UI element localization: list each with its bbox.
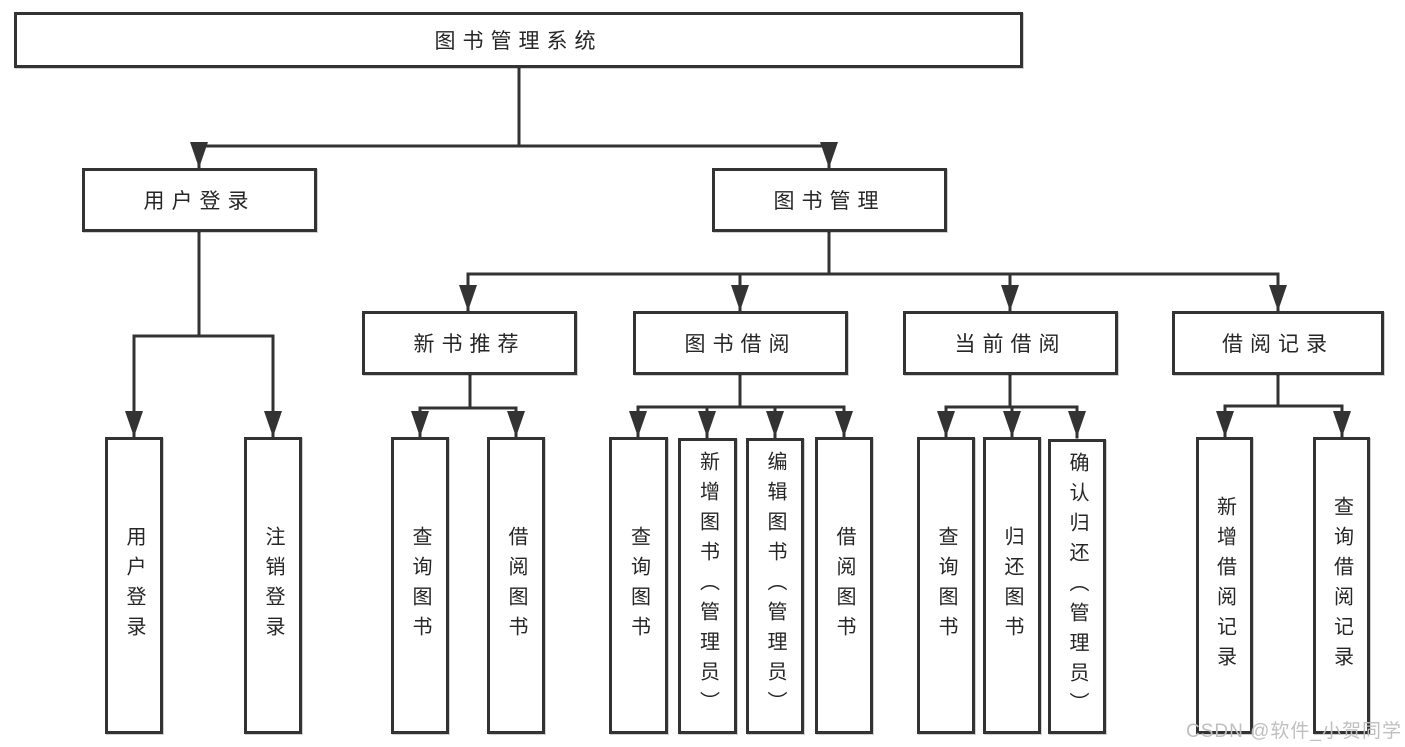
leaf-add-books-admin: 新增图书（管理员） [678, 438, 737, 734]
node-label: 借阅图书 [505, 525, 527, 646]
node-label: 注销登录 [262, 525, 284, 646]
node-label: 借阅记录 [1222, 333, 1334, 356]
node-label: 确认归还（管理员） [1066, 451, 1088, 722]
leaf-confirm-return-admin: 确认归还（管理员） [1048, 439, 1106, 734]
node-label: 当前借阅 [954, 333, 1067, 356]
leaf-query-books-current: 查询图书 [917, 437, 975, 734]
node-label: 归还图书 [1001, 525, 1023, 646]
leaf-add-borrow-record: 新增借阅记录 [1196, 437, 1253, 734]
connectors-borrowing-records [1216, 373, 1351, 439]
node-label: 用户登录 [123, 525, 145, 646]
watermark: CSDN @软件_小贺同学 [1186, 721, 1402, 742]
node-label: 用户登录 [143, 190, 256, 213]
node-borrowing-records: 借阅记录 [1172, 311, 1384, 375]
connectors-root [190, 66, 838, 170]
node-label: 借阅图书 [833, 525, 855, 646]
leaf-query-borrow-record: 查询借阅记录 [1313, 437, 1370, 734]
leaf-return-books: 归还图书 [983, 437, 1041, 734]
node-book-management: 图书管理 [712, 168, 947, 232]
connectors-book-borrowing [629, 373, 853, 439]
connectors-book-management [459, 230, 1287, 313]
leaf-logout: 注销登录 [244, 437, 302, 734]
connectors-user-login [125, 230, 282, 439]
node-label: 新增借阅记录 [1213, 495, 1236, 676]
node-current-borrowing: 当前借阅 [903, 311, 1118, 375]
leaf-query-books-borrowing: 查询图书 [609, 437, 668, 734]
node-label: 查询图书 [409, 525, 431, 646]
node-label: 图书管理系统 [434, 30, 603, 53]
node-user-login: 用户登录 [82, 168, 317, 232]
connectors-current-borrowing [937, 373, 1086, 439]
node-label: 图书借阅 [684, 333, 797, 356]
node-book-borrowing: 图书借阅 [633, 311, 848, 375]
connectors-new-book-recommend [411, 373, 525, 439]
leaf-borrow-books-borrowing: 借阅图书 [815, 437, 873, 734]
leaf-query-books-recommend: 查询图书 [391, 437, 449, 734]
leaf-borrow-books-recommend: 借阅图书 [487, 437, 545, 734]
node-label: 查询图书 [935, 525, 957, 646]
node-label: 编辑图书（管理员） [764, 451, 786, 721]
node-label: 新书推荐 [413, 333, 526, 356]
node-label: 新增图书（管理员） [696, 451, 719, 721]
node-root: 图书管理系统 [14, 12, 1023, 68]
node-label: 查询图书 [627, 525, 650, 646]
node-new-book-recommend: 新书推荐 [362, 311, 577, 375]
leaf-user-login: 用户登录 [105, 437, 163, 734]
node-label: 查询借阅记录 [1330, 495, 1353, 676]
node-label: 图书管理 [773, 190, 886, 213]
leaf-edit-books-admin: 编辑图书（管理员） [746, 438, 804, 734]
